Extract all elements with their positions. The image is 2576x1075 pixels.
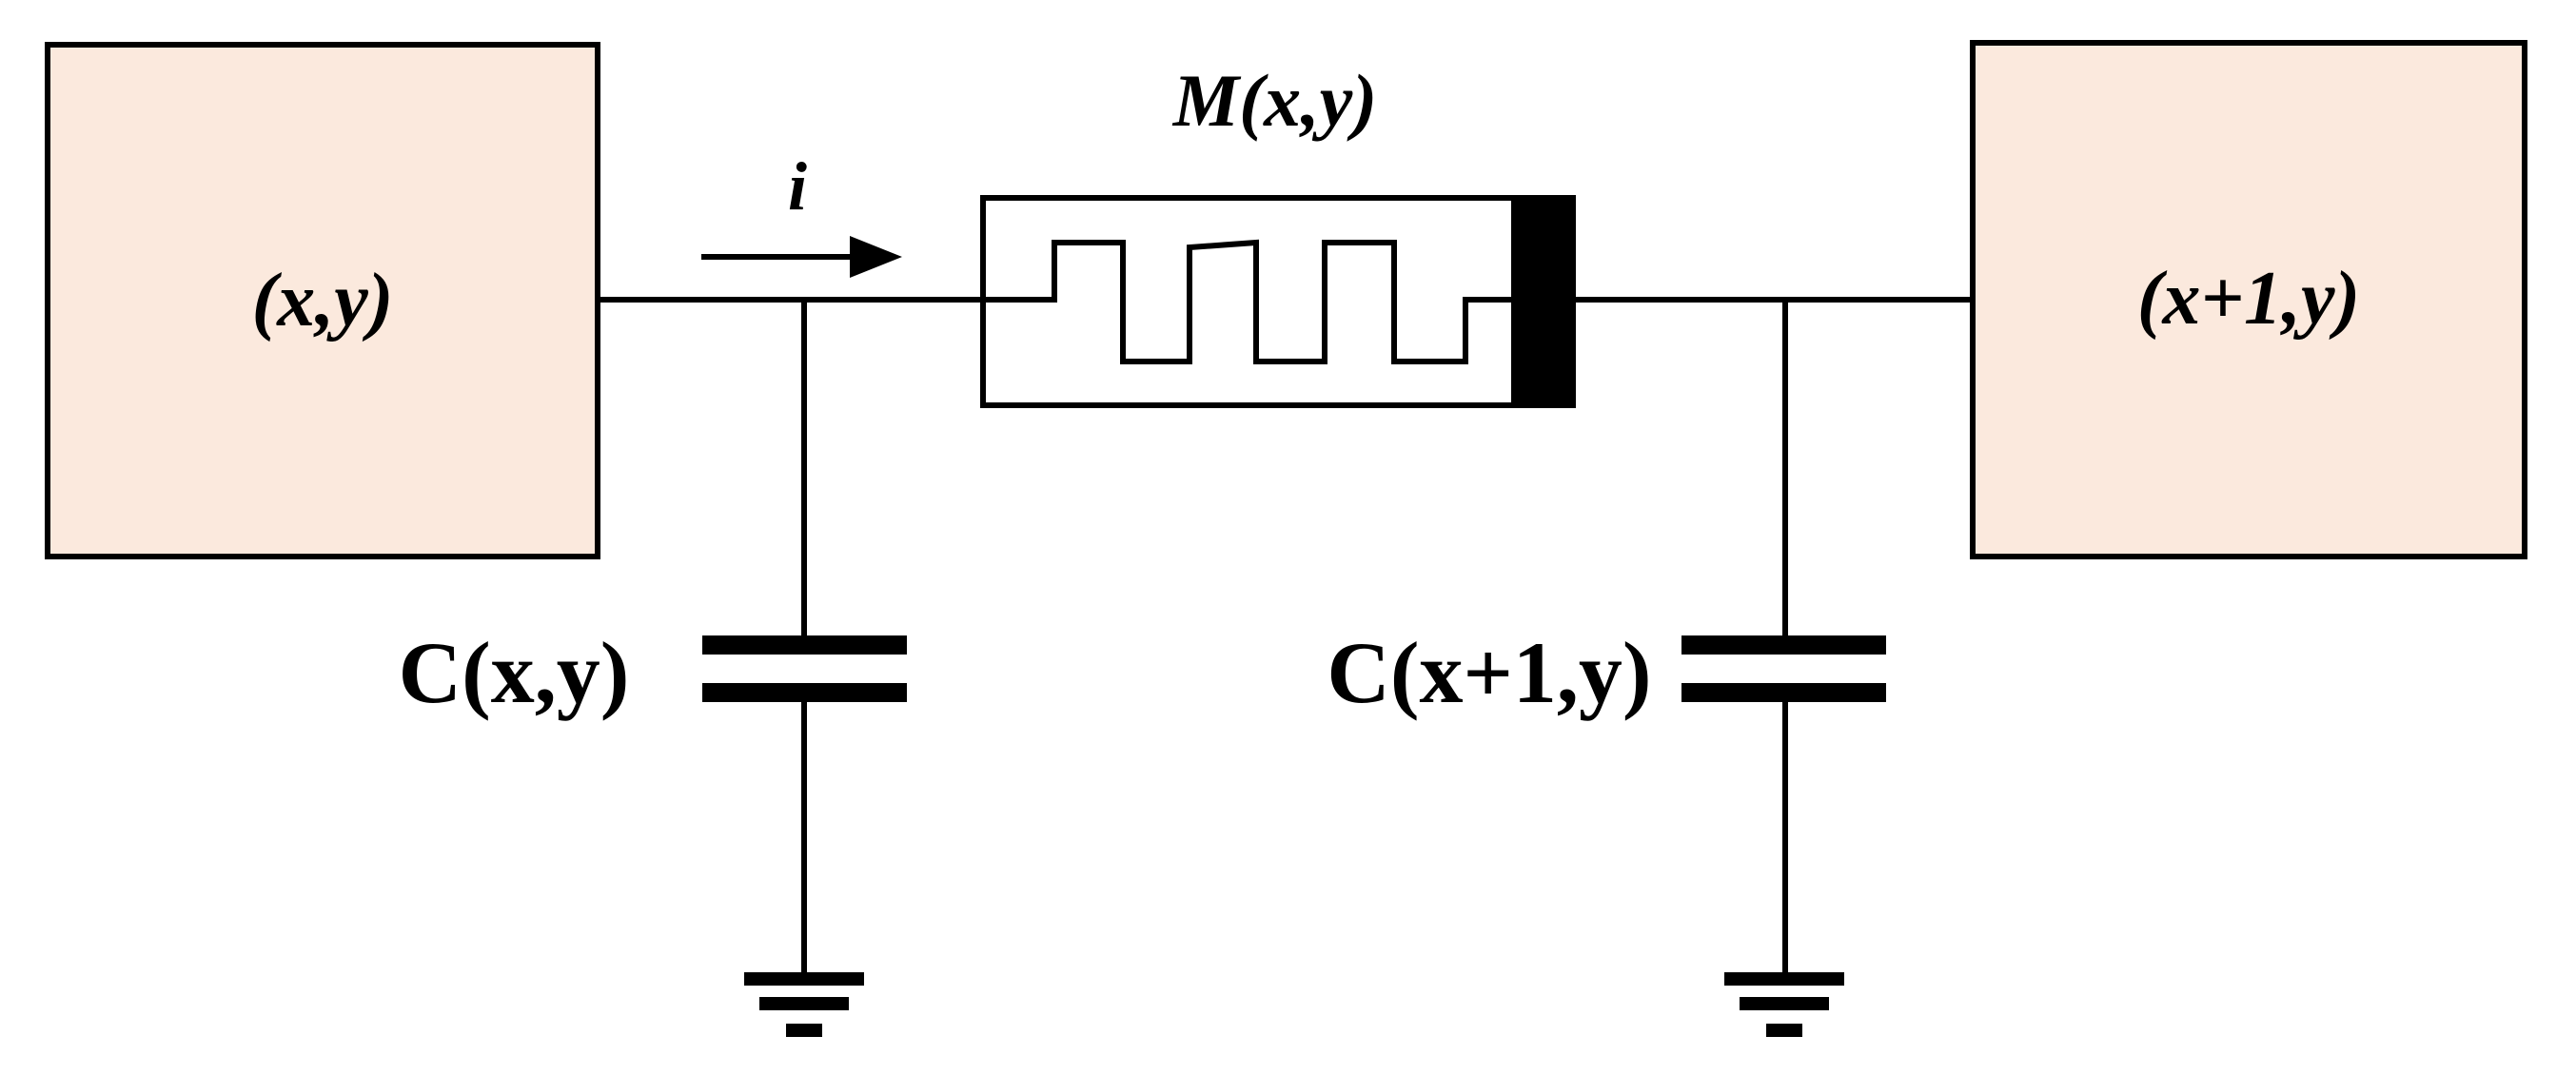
capacitor-right-branch: C(x+1,y) [1327, 297, 1886, 1037]
ground-left-icon [744, 972, 864, 1037]
cell-right: (x+1,y) [1970, 40, 2527, 559]
current-label: i [788, 148, 807, 225]
memristor-symbol: M(x,y) [980, 59, 1576, 408]
memristor-label: M(x,y) [1171, 59, 1377, 142]
current-arrow: i [701, 148, 902, 278]
cell-right-box [1970, 40, 2527, 559]
ground-right-bar-2 [1740, 997, 1829, 1010]
ground-right-icon [1724, 972, 1844, 1037]
capacitor-left-bottom-plate [702, 683, 907, 702]
ground-left-bar-3 [786, 1024, 822, 1037]
memristor-zigzag [980, 239, 1514, 364]
cell-left-box [45, 42, 600, 559]
cell-right-label: (x+1,y) [2137, 257, 2360, 341]
ground-right-bar-3 [1766, 1024, 1802, 1037]
cell-left-label: (x,y) [252, 259, 394, 342]
memristor-polarity-band [1511, 198, 1573, 405]
ground-right-bar-1 [1724, 972, 1844, 986]
ground-left-bar-2 [759, 997, 849, 1010]
capacitor-right-bottom-plate [1681, 683, 1886, 702]
ground-left-bar-1 [744, 972, 864, 986]
cell-left: (x,y) [45, 42, 600, 559]
capacitor-right-top-plate [1681, 635, 1886, 655]
capacitor-right-label: C(x+1,y) [1327, 624, 1651, 721]
current-arrow-head [850, 236, 902, 278]
capacitor-left-top-plate [702, 635, 907, 655]
capacitor-left-label: C(x,y) [399, 624, 630, 721]
capacitor-left-branch: C(x,y) [399, 297, 907, 1037]
